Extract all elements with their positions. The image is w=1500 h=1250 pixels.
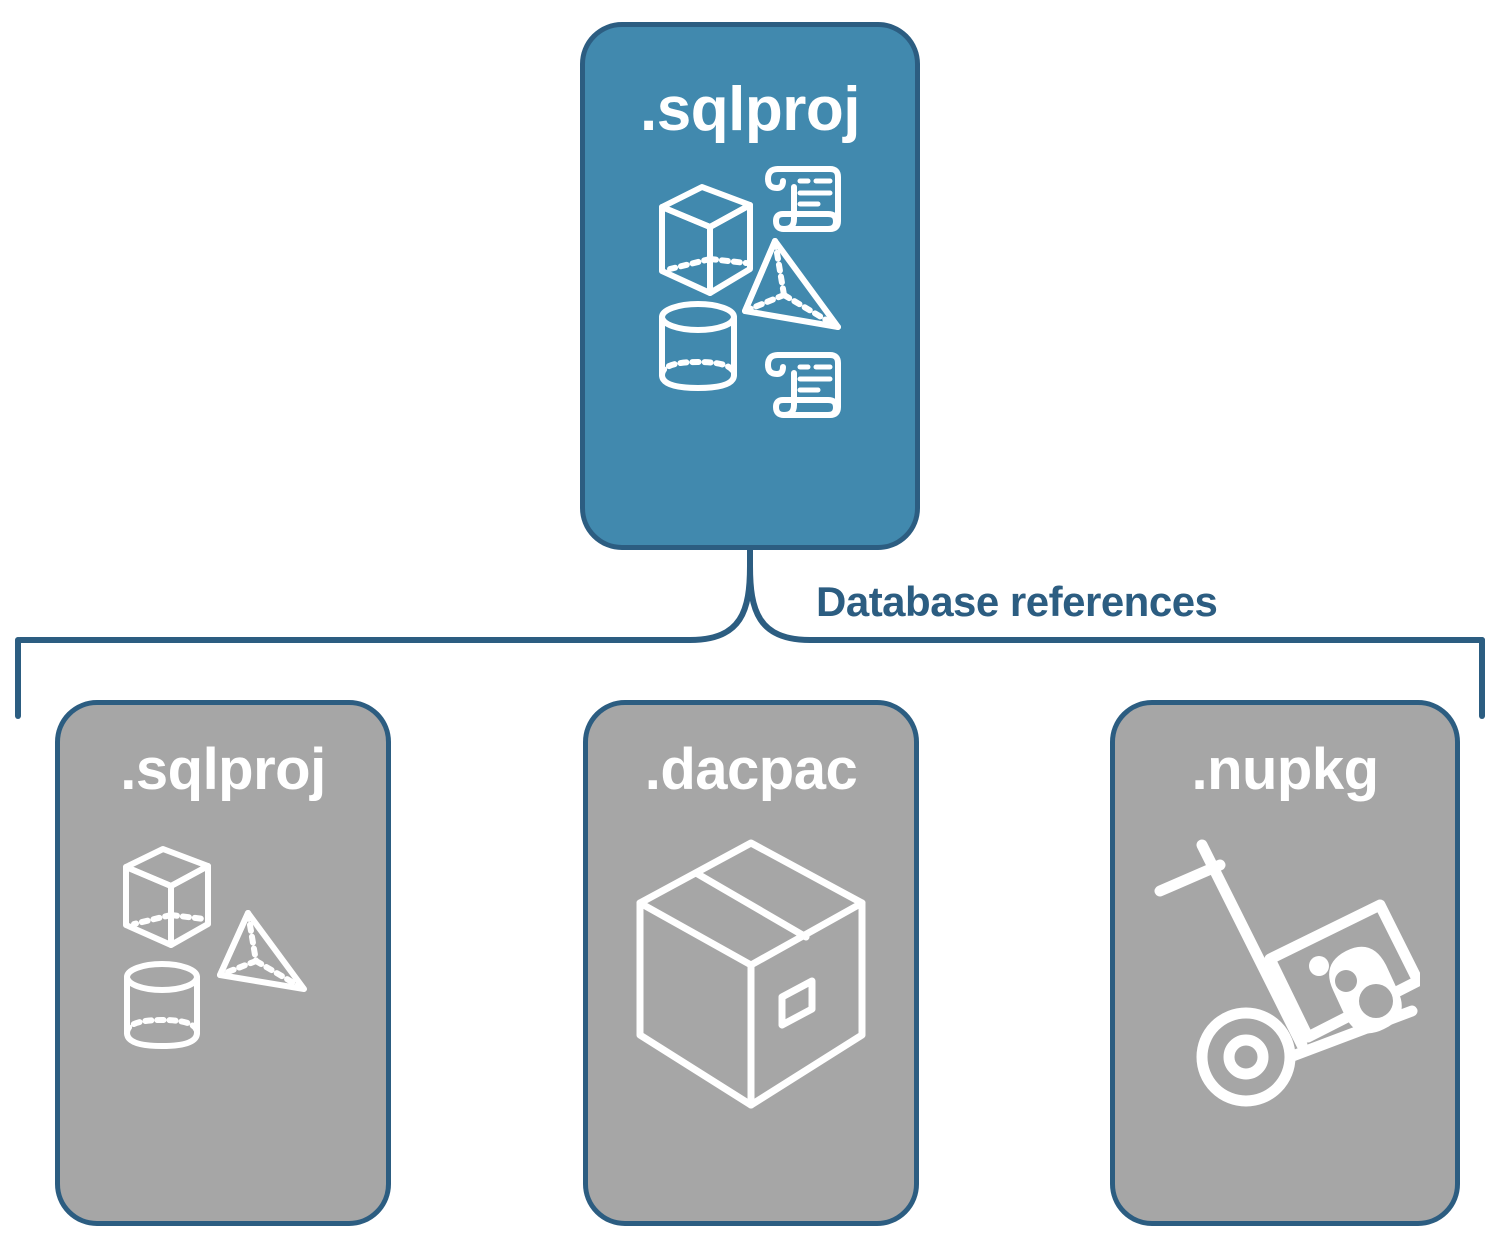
cube-wireframe-icon xyxy=(659,184,753,296)
cylinder-wireframe-icon xyxy=(124,961,200,1049)
node-parent-label: .sqlproj xyxy=(640,75,860,144)
package-box-icon xyxy=(636,839,866,1109)
node-child-sqlproj[interactable]: .sqlproj xyxy=(55,700,391,1226)
hand-truck-nuget-icon xyxy=(1154,839,1424,1107)
node-child-nupkg-label: .nupkg xyxy=(1191,737,1379,802)
node-child-dacpac-label: .dacpac xyxy=(644,737,858,802)
cube-wireframe-icon xyxy=(123,846,211,948)
parent-icon-group xyxy=(650,159,850,444)
child-dacpac-icon-group xyxy=(626,829,876,1124)
scroll-icon xyxy=(765,352,841,418)
scroll-icon xyxy=(765,166,841,232)
brace-label: Database references xyxy=(816,578,1218,625)
node-parent-sqlproj[interactable]: .sqlproj xyxy=(580,22,920,550)
child-nupkg-icon-group xyxy=(1150,829,1424,1114)
node-child-dacpac[interactable]: .dacpac xyxy=(583,700,919,1226)
pyramid-wireframe-icon xyxy=(217,910,307,992)
child-sqlproj-icon-group xyxy=(108,829,338,1084)
cylinder-wireframe-icon xyxy=(659,301,737,391)
nuget-logo-mark xyxy=(1309,946,1402,1034)
node-child-sqlproj-label: .sqlproj xyxy=(120,737,326,802)
pyramid-wireframe-icon xyxy=(742,238,841,330)
node-child-nupkg[interactable]: .nupkg xyxy=(1110,700,1460,1226)
